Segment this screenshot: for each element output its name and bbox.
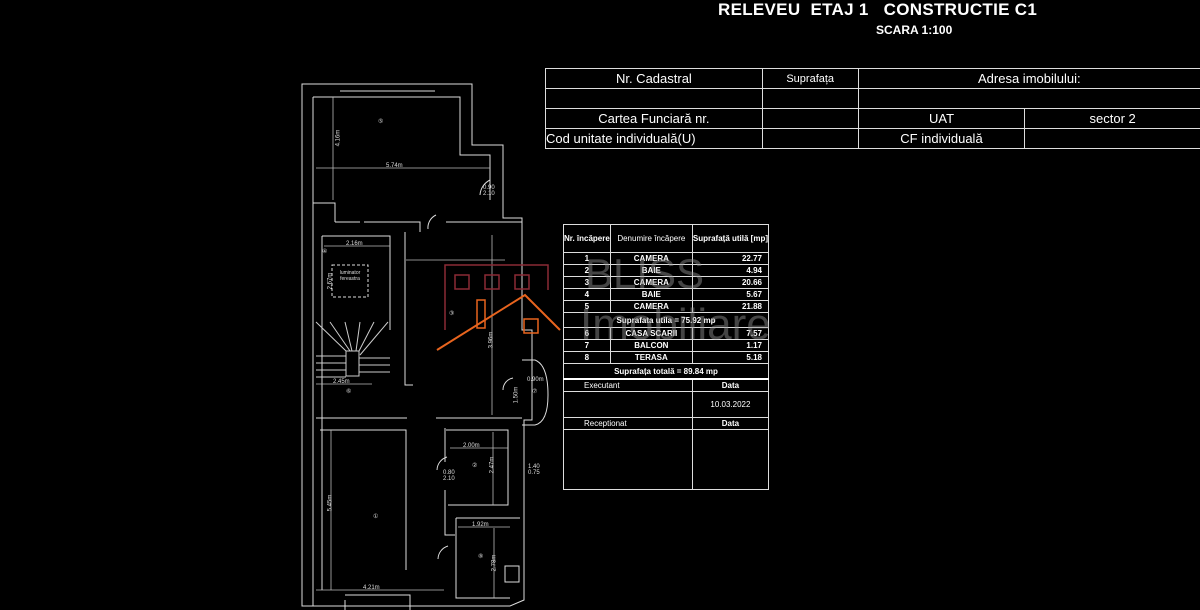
dimension-label: 2.67m (327, 272, 334, 290)
door-label: 0.90 2.10 (483, 185, 495, 197)
room-name: TERASA (609, 351, 693, 364)
skylight-label: luminator fereastra (339, 270, 361, 282)
room-number-1: ① (373, 514, 379, 520)
dimension-label: 2.47m (489, 456, 496, 474)
cf-individuala-label: CF individuală (857, 128, 1026, 149)
dimension-label: 2.16m (346, 241, 363, 247)
watermark-logo (436, 264, 561, 351)
dimension-label: 1.50m (513, 386, 520, 404)
dimension-label: 4.16m (335, 129, 342, 147)
door-label: 0.80 2.10 (443, 470, 455, 482)
skylight (331, 264, 369, 298)
room-number-7: ⑦ (532, 389, 538, 395)
window-label: 1.40 0.75 (528, 464, 540, 476)
room-area: 5.67 (691, 288, 770, 301)
dimension-label: 5.74m (386, 163, 403, 169)
room-number-3: ③ (449, 311, 455, 317)
room-nr: 8 (563, 351, 611, 364)
room-number-4: ④ (322, 249, 328, 255)
dimension-label: 2.45m (333, 379, 350, 385)
dimension-label: 2.00m (463, 443, 480, 449)
inner-wall (312, 96, 491, 606)
header-area: Suprafață utilă [mp] (691, 224, 770, 253)
room-number-2: ② (472, 463, 478, 469)
balcony (522, 359, 549, 426)
outer-wall (301, 83, 533, 607)
cod-unitate-label: Cod unitate individuală(U) (545, 128, 763, 149)
total: Suprafața totală = 89.84 mp (563, 363, 769, 380)
dimension-label: 4.21m (363, 585, 380, 591)
adresa-label: Adresa imobilului: (857, 68, 1200, 89)
header-name: Denumire încăpere (609, 224, 693, 253)
drawing-title: RELEVEU ETAJ 1 CONSTRUCTIE C1 (718, 0, 1038, 19)
dimension-label: 5.45m (327, 494, 334, 512)
room-area: 5.18 (691, 351, 770, 364)
room-number-5: ⑤ (378, 119, 384, 125)
drawing-scale: SCARA 1:100 (876, 23, 953, 37)
room-number-8: ⑧ (478, 554, 484, 560)
dimension-label: 2.78m (491, 554, 498, 572)
nr-cadastral-label: Nr. Cadastral (545, 68, 763, 89)
dimension-label: 0.90m (527, 377, 544, 383)
dimension-label: 1.92m (472, 522, 489, 528)
room-number-6: ⑥ (346, 389, 352, 395)
